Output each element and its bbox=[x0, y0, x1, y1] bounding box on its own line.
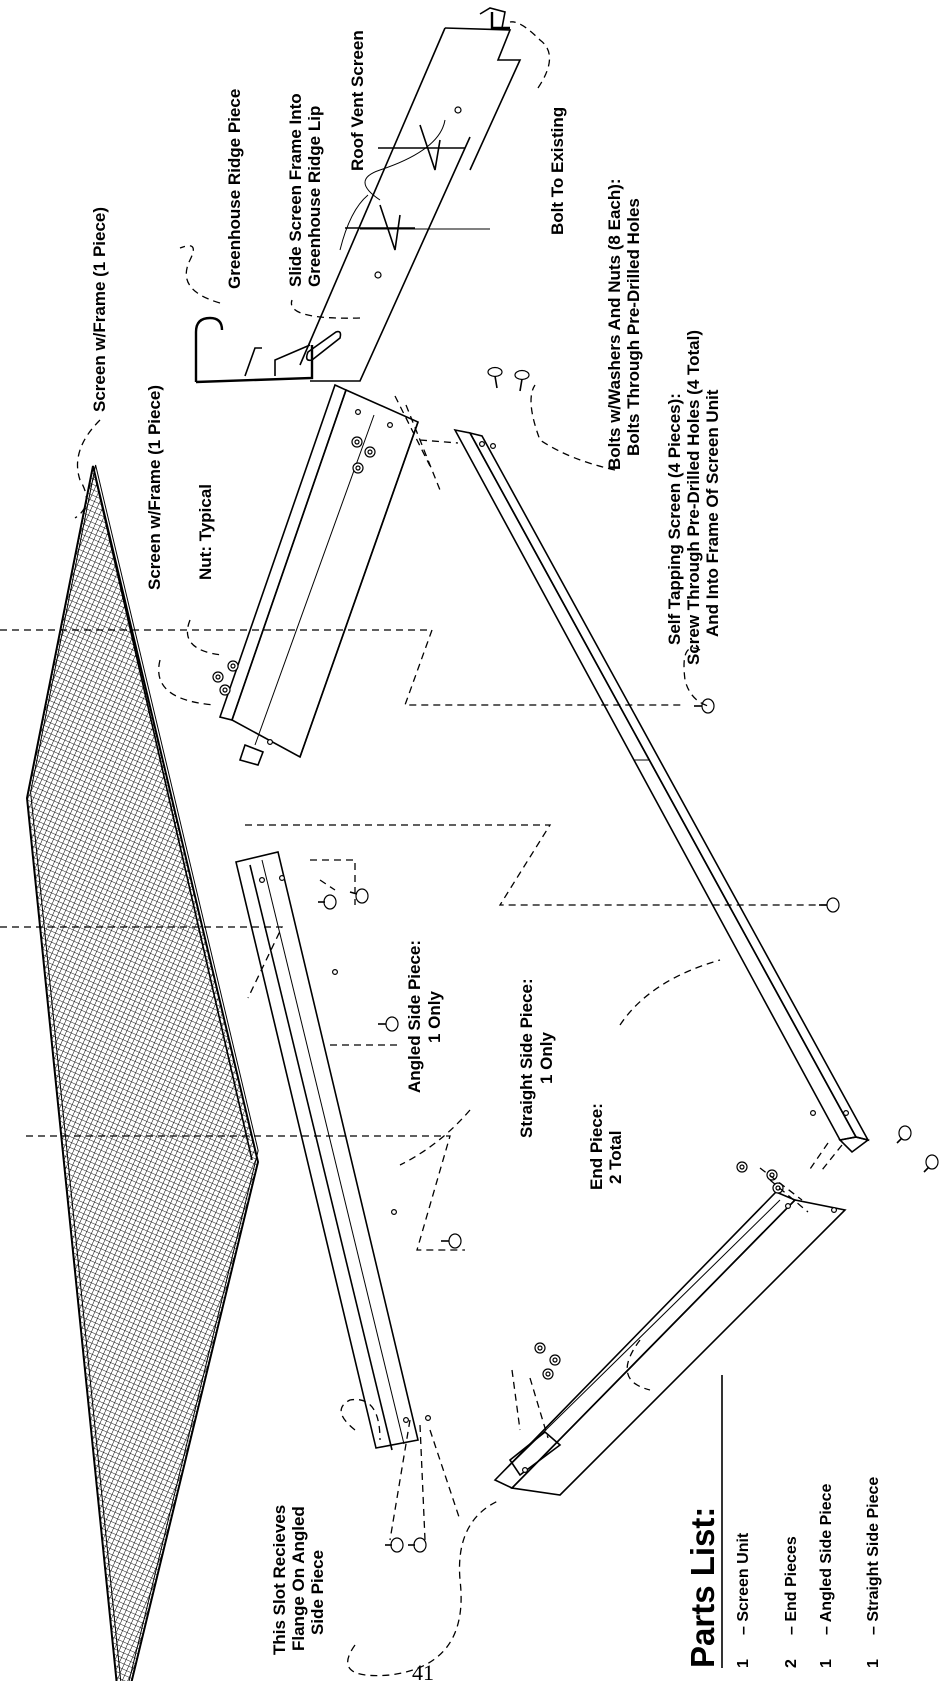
svg-text:Screen w/Frame (1 Piece): Screen w/Frame (1 Piece) bbox=[145, 385, 164, 590]
svg-text:1 Only: 1 Only bbox=[537, 1031, 556, 1084]
screen-unit bbox=[25, 464, 260, 1681]
label-bolts-washers: Bolts w/Washers And Nuts (8 Each): Bolts… bbox=[605, 178, 643, 470]
label-end-piece: End Piece: 2 Total bbox=[587, 1103, 625, 1190]
parts-list: Parts List: 1 – Screen Unit 2 – End Piec… bbox=[684, 1375, 882, 1668]
svg-text:Angled Side Piece:: Angled Side Piece: bbox=[405, 940, 424, 1093]
label-bolt-to-existing: Bolt To Existing bbox=[548, 107, 567, 235]
label-nut-typical: Nut: Typical bbox=[196, 484, 215, 580]
angled-side-piece bbox=[235, 851, 432, 1451]
label-greenhouse-ridge-piece: Greenhouse Ridge Piece bbox=[225, 89, 244, 289]
top-rail bbox=[212, 383, 459, 766]
svg-text:Self Tapping Screen (4 Pieces): Self Tapping Screen (4 Pieces): bbox=[665, 393, 684, 645]
label-straight-side-piece: Straight Side Piece: 1 Only bbox=[517, 978, 556, 1138]
svg-text:This Slot Recieves: This Slot Recieves bbox=[270, 1505, 289, 1655]
svg-text:Slide Screen Frame Into: Slide Screen Frame Into bbox=[286, 93, 305, 287]
svg-text:Bolts w/Washers And Nuts (8 Ea: Bolts w/Washers And Nuts (8 Each): bbox=[605, 178, 624, 470]
svg-text:– End Pieces: – End Pieces bbox=[783, 1536, 800, 1635]
svg-text:Side Piece: Side Piece bbox=[308, 1550, 327, 1635]
label-slot: This Slot Recieves Flange On Angled Side… bbox=[270, 1505, 327, 1655]
parts-list-item: 1 bbox=[735, 1659, 752, 1668]
ridge-detail bbox=[179, 7, 551, 384]
parts-list-item: 1 bbox=[818, 1659, 835, 1668]
svg-text:Bolts Through Pre-Drilled Hole: Bolts Through Pre-Drilled Holes bbox=[624, 198, 643, 456]
page-number: 41 bbox=[412, 1660, 434, 1681]
bolt-icon bbox=[318, 366, 939, 1553]
svg-text:– Screen Unit: – Screen Unit bbox=[735, 1532, 752, 1635]
svg-text:Parts List:: Parts List: bbox=[684, 1507, 721, 1668]
parts-list-item: – Angled Side Piece bbox=[818, 1483, 835, 1635]
label-self-tapping: Self Tapping Screen (4 Pieces): Screw Th… bbox=[665, 330, 722, 665]
svg-text:1: 1 bbox=[818, 1659, 835, 1668]
svg-text:Nut: Typical: Nut: Typical bbox=[196, 484, 215, 580]
svg-text:And Into Frame Of Screen Unit: And Into Frame Of Screen Unit bbox=[703, 389, 722, 637]
svg-text:Bolt To Existing: Bolt To Existing bbox=[548, 107, 567, 235]
parts-list-item: – Screen Unit bbox=[735, 1532, 752, 1635]
svg-text:1: 1 bbox=[735, 1659, 752, 1668]
svg-text:– Straight Side Piece: – Straight Side Piece bbox=[865, 1477, 882, 1635]
label-slide-screen-frame: Slide Screen Frame Into Greenhouse Ridge… bbox=[286, 93, 324, 287]
label-angled-side-piece: Angled Side Piece: 1 Only bbox=[405, 940, 444, 1093]
callout-leaders bbox=[74, 384, 721, 1677]
parts-list-item: – Straight Side Piece bbox=[865, 1477, 882, 1635]
svg-text:End Piece:: End Piece: bbox=[587, 1103, 606, 1190]
svg-text:Greenhouse Ridge Piece: Greenhouse Ridge Piece bbox=[225, 89, 244, 289]
parts-list-item: – End Pieces bbox=[783, 1536, 800, 1635]
label-screen-frame-top: Screen w/Frame (1 Piece) bbox=[90, 207, 109, 412]
end-piece bbox=[493, 1161, 847, 1496]
parts-list-item: 2 bbox=[783, 1659, 800, 1668]
svg-text:– Angled Side Piece: – Angled Side Piece bbox=[818, 1483, 835, 1635]
alignment-lines-screen bbox=[0, 629, 830, 1251]
svg-text:1: 1 bbox=[865, 1659, 882, 1668]
label-screen-frame-mid: Screen w/Frame (1 Piece) bbox=[145, 385, 164, 590]
svg-text:2 Total: 2 Total bbox=[606, 1130, 625, 1184]
label-roof-vent-screen: Roof Vent Screen bbox=[348, 30, 367, 171]
straight-side-piece bbox=[453, 428, 870, 1173]
parts-list-item: 1 bbox=[865, 1659, 882, 1668]
svg-text:Roof Vent Screen: Roof Vent Screen bbox=[348, 30, 367, 171]
nut-icon bbox=[534, 1161, 784, 1380]
svg-text:Greenhouse Ridge Lip: Greenhouse Ridge Lip bbox=[305, 106, 324, 287]
svg-text:Straight Side Piece:: Straight Side Piece: bbox=[517, 978, 536, 1138]
svg-text:Screw Through Pre-Drilled Hole: Screw Through Pre-Drilled Holes (4 Total… bbox=[684, 330, 703, 665]
svg-text:Screen w/Frame (1 Piece): Screen w/Frame (1 Piece) bbox=[90, 207, 109, 412]
svg-text:2: 2 bbox=[783, 1659, 800, 1668]
parts-list-title: Parts List: bbox=[684, 1507, 721, 1668]
nut-icon bbox=[212, 436, 376, 696]
svg-text:Flange On Angled: Flange On Angled bbox=[289, 1506, 308, 1651]
svg-text:1 Only: 1 Only bbox=[425, 990, 444, 1043]
